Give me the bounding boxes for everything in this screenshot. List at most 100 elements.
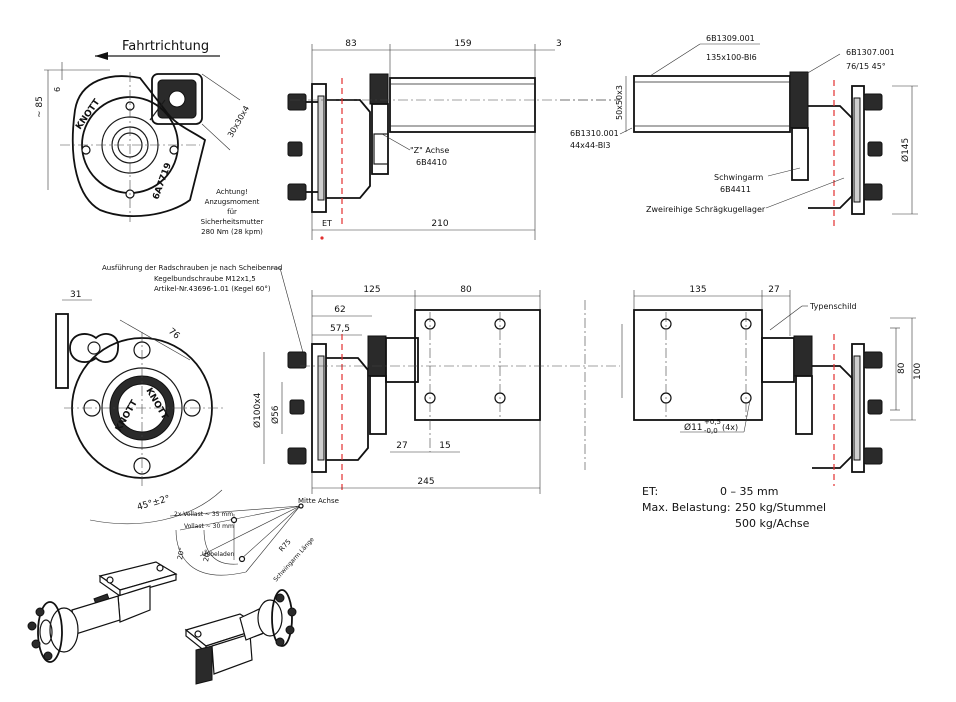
dim-phi100x4-label: Ø100x4	[252, 392, 263, 428]
iso-hole	[156, 564, 164, 572]
ext-line	[201, 73, 241, 101]
hub-face-view: Ausführung der Radschrauben je nach Sche…	[55, 264, 306, 525]
full-load-label: Vollast ~ 30 mm	[184, 523, 234, 530]
ext-line	[201, 123, 231, 151]
hub-flange-right	[851, 85, 865, 215]
hole-count-label: (4x)	[722, 423, 738, 432]
flange-section	[853, 355, 861, 461]
leader-line	[381, 133, 411, 151]
dim-245-label: 245	[417, 477, 434, 487]
et-spec-label: ET:	[642, 485, 658, 498]
iso-stud	[31, 639, 41, 649]
iso-stud	[35, 607, 45, 617]
hole-tol-down: -0,0	[704, 427, 718, 435]
axle-side-view-mid: 125 80 62 57,5 Ø100x4 Ø56 27	[252, 285, 620, 494]
axle-side-view-top: 83 159 3 ET 210 "Z" Achse	[287, 39, 620, 240]
arm-length-label: Schwingarm Länge	[272, 536, 316, 583]
arm-stub	[69, 333, 119, 363]
hub-part-number: 6A7719	[151, 162, 173, 201]
swing-arc	[175, 529, 247, 576]
wheel-stud	[863, 447, 883, 465]
iso-hole	[106, 576, 114, 584]
arm-body	[791, 127, 809, 181]
wheel-stud	[867, 399, 883, 415]
wheel-stud	[863, 183, 883, 201]
swing-point	[238, 555, 246, 563]
wheel-stud	[289, 399, 305, 415]
swing-arc	[203, 529, 239, 565]
dim-45-label: 45°±2°	[136, 494, 171, 513]
square-arm-core	[168, 90, 186, 108]
axle-tube-right	[633, 75, 791, 133]
part-6b1309-spec: 135x100-Bl6	[706, 53, 757, 62]
leader-line	[743, 399, 751, 433]
dim-62-label: 62	[334, 305, 345, 315]
angle-20b-label: 20°	[202, 549, 212, 563]
swing-line	[179, 505, 301, 531]
flange-section	[853, 97, 861, 203]
hub-body-right	[812, 365, 853, 469]
direction-label: Fahrtrichtung	[122, 39, 209, 54]
wheel-stud	[863, 93, 883, 111]
hub-body	[326, 357, 369, 461]
wheel-stud	[287, 351, 307, 369]
hub-body	[326, 99, 371, 199]
part-6b1307: 6B1307.001	[846, 48, 895, 57]
z-axis-label: "Z" Achse	[410, 146, 449, 155]
hub-body-right	[808, 105, 853, 209]
dim-31-label: 31	[70, 290, 81, 300]
load-spec-label: Max. Belastung:	[642, 501, 731, 514]
et-marker	[320, 236, 324, 240]
et-spec-value: 0 – 35 mm	[720, 485, 778, 498]
leader-line	[765, 177, 845, 209]
leader-line	[767, 167, 801, 177]
iso-hub	[49, 607, 79, 653]
dim-76-label: 76	[166, 327, 181, 342]
dim-30x30-label: 30x30x4	[226, 104, 251, 139]
torque-note-line-2: Anzugsmoment	[205, 198, 260, 206]
part-6b1309: 6B1309.001	[706, 34, 755, 43]
arm-block	[367, 335, 387, 377]
hub-flange-right	[851, 343, 865, 473]
isometric-view-right	[184, 589, 297, 685]
flange-section	[317, 95, 325, 201]
arm-block	[369, 73, 389, 105]
hub-hole	[169, 145, 179, 155]
part-6b1310: 6B1310.001	[570, 129, 619, 138]
leader-line	[619, 127, 633, 135]
dim-135-label: 135	[689, 285, 706, 295]
wheel-stud	[287, 447, 307, 465]
load-spec-value-2: 500 kg/Achse	[735, 517, 810, 530]
hub-front-view-top: Fahrtrichtung ~ 85 6 30x30x4 KNOTT 6A771…	[35, 39, 263, 236]
swing-line	[245, 505, 301, 573]
hole-diameter-label: Ø11	[684, 422, 703, 433]
swing-arm-part: 6B4411	[720, 185, 751, 194]
swing-line	[199, 505, 301, 557]
mounting-plate	[414, 309, 541, 421]
iso-stud	[275, 593, 285, 603]
hub-logo: KNOTT	[74, 97, 103, 132]
iso-stud	[27, 621, 37, 631]
dim-arc-45	[89, 489, 223, 525]
dim-80-label: 80	[460, 285, 472, 295]
torque-note-line-5: 280 Nm (28 kpm)	[201, 228, 263, 236]
dim-line-76	[119, 319, 191, 361]
dim-80-right-label: 80	[897, 362, 907, 374]
iso-hub	[257, 599, 283, 637]
leader-line	[769, 305, 803, 331]
arm-block	[789, 71, 809, 129]
type-plate-label: Typenschild	[809, 302, 857, 311]
swing-arm-label: Schwingarm	[714, 173, 764, 182]
dim-85-label: ~ 85	[35, 96, 45, 118]
pivot-point	[298, 503, 304, 509]
hole-tol-up: +0,5	[704, 418, 721, 426]
brake-drum	[373, 133, 389, 165]
dim-83-label: 83	[345, 39, 356, 49]
part-6b1310-spec: 44x44-Bl3	[570, 141, 611, 150]
mounting-plate-edge	[55, 313, 69, 389]
axle-end-view-top: 6B1309.001 135x100-Bl6 6B1307.001 76/15 …	[570, 34, 918, 226]
dim-3-label: 3	[556, 39, 562, 49]
torque-note-line-4: Sicherheitsmutter	[201, 218, 264, 226]
dim-210-label: 210	[431, 219, 448, 229]
